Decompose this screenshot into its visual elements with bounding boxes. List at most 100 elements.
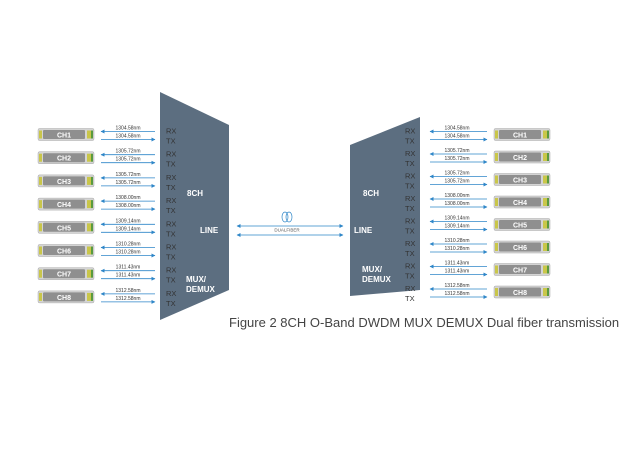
module-label-plate	[499, 197, 541, 207]
right-tx-port-label: TX	[405, 137, 415, 146]
channel-name: CH2	[57, 156, 71, 163]
right-transceiver-7: CH7	[493, 263, 551, 276]
left-tx-port-label: TX	[166, 137, 176, 146]
right-channel-group: CH11304.58nm1304.58nmRXTXCH21305.72nm130…	[405, 126, 551, 303]
module-label-plate	[43, 176, 85, 186]
right-tx-wavelength: 1310.28nm	[444, 246, 469, 252]
module-tab-edge	[547, 175, 549, 184]
module-tab-edge	[547, 130, 549, 139]
module-latch	[39, 200, 42, 209]
right-rx-wavelength: 1305.72nm	[444, 148, 469, 154]
module-label-plate	[43, 246, 85, 255]
module-latch	[39, 130, 42, 139]
left-tx-wavelength: 1312.58nm	[115, 296, 140, 302]
left-transceiver-6: CH6	[37, 244, 95, 257]
left-tx-port-label: TX	[166, 276, 176, 285]
right-tx-wavelength: 1305.72nm	[444, 156, 469, 162]
left-transceiver-7: CH7	[37, 267, 95, 280]
left-rx-port-label: RX	[166, 289, 176, 298]
module-tab-edge	[91, 246, 93, 255]
module-tab	[543, 220, 547, 229]
left-tx-wavelength: 1309.14nm	[115, 226, 140, 232]
left-rx-port-label: RX	[166, 243, 176, 252]
right-rx-wavelength: 1308.00nm	[444, 193, 469, 199]
channel-name: CH7	[57, 272, 71, 279]
right-rx-wavelength: 1304.58nm	[444, 126, 469, 132]
right-tx-wavelength: 1312.58nm	[444, 291, 469, 297]
left-channel-group: CH11304.58nm1304.58nmRXTXCH21305.72nm130…	[37, 126, 176, 308]
left-transceiver-5: CH5	[37, 221, 95, 234]
left-rx-port-label: RX	[166, 219, 176, 228]
module-latch	[39, 176, 42, 185]
module-latch	[495, 153, 498, 161]
module-tab-edge	[547, 198, 549, 206]
right-transceiver-4: CH4	[493, 195, 551, 209]
module-tab-edge	[91, 130, 93, 139]
module-tab	[87, 246, 91, 255]
module-tab-edge	[91, 153, 93, 162]
module-latch	[495, 130, 498, 139]
right-tx-wavelength: 1304.58nm	[444, 134, 469, 140]
module-tab	[87, 223, 91, 232]
module-tab	[543, 288, 547, 296]
module-label-plate	[499, 220, 541, 229]
left-mux-type-label-2: DEMUX	[186, 285, 216, 294]
left-tx-wavelength: 1305.72nm	[115, 157, 140, 163]
right-transceiver-8: CH8	[493, 285, 551, 299]
left-tx-port-label: TX	[166, 160, 176, 169]
left-tx-wavelength: 1311.43nm	[116, 273, 141, 279]
module-label-plate	[499, 287, 541, 297]
right-tx-port-label: TX	[405, 227, 415, 236]
module-tab	[87, 176, 91, 185]
right-tx-wavelength: 1311.43nm	[445, 269, 470, 275]
module-label-plate	[43, 199, 85, 209]
left-tx-wavelength: 1304.58nm	[115, 134, 140, 140]
module-tab	[543, 265, 547, 274]
module-label-plate	[499, 130, 541, 139]
right-tx-port-label: TX	[405, 182, 415, 191]
module-label-plate	[499, 265, 541, 274]
left-rx-port-label: RX	[166, 127, 176, 136]
module-latch	[39, 223, 42, 232]
module-tab	[87, 292, 91, 301]
module-tab-edge	[547, 153, 549, 161]
right-rx-port-label: RX	[405, 172, 415, 181]
module-tab	[543, 243, 547, 251]
right-mux-type-label-1: MUX/	[362, 265, 383, 274]
right-rx-port-label: RX	[405, 149, 415, 158]
left-tx-wavelength: 1305.72nm	[115, 180, 140, 186]
right-tx-port-label: TX	[405, 159, 415, 168]
channel-name: CH1	[513, 133, 527, 140]
left-rx-wavelength: 1308.00nm	[115, 195, 140, 201]
right-tx-wavelength: 1309.14nm	[444, 224, 469, 230]
right-rx-wavelength: 1311.43nm	[445, 261, 470, 267]
module-tab	[543, 130, 547, 139]
module-label-plate	[43, 130, 85, 139]
module-label-plate	[499, 175, 541, 184]
left-tx-port-label: TX	[166, 206, 176, 215]
channel-name: CH7	[513, 268, 527, 275]
right-transceiver-6: CH6	[493, 240, 551, 254]
right-transceiver-3: CH3	[493, 173, 551, 186]
right-mux-title: 8CH	[363, 189, 379, 198]
right-rx-port-label: RX	[405, 284, 415, 293]
module-tab-edge	[547, 243, 549, 251]
channel-name: CH5	[513, 223, 527, 230]
left-mux-body	[160, 92, 229, 320]
channel-name: CH4	[57, 202, 71, 209]
right-tx-wavelength: 1308.00nm	[444, 201, 469, 207]
module-label-plate	[43, 222, 85, 232]
right-tx-wavelength: 1305.72nm	[444, 179, 469, 185]
module-tab-edge	[547, 220, 549, 229]
right-rx-port-label: RX	[405, 217, 415, 226]
right-mux-body	[350, 117, 420, 296]
left-tx-port-label: TX	[166, 183, 176, 192]
left-rx-wavelength: 1305.72nm	[115, 172, 140, 178]
